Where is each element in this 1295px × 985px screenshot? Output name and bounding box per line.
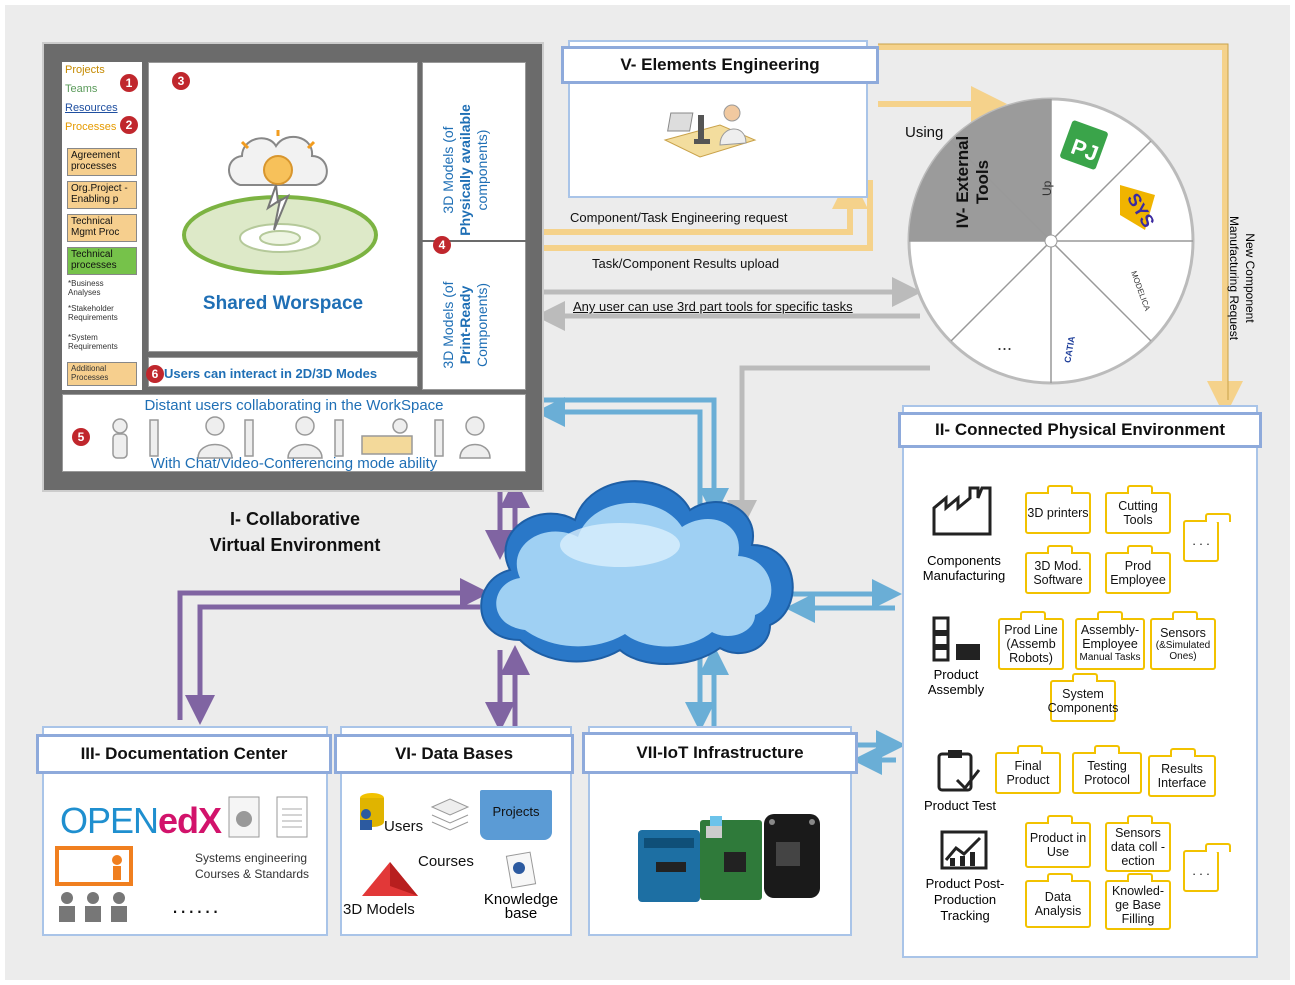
process-technical-mgmt[interactable]: Technical Mgmt Proc	[67, 214, 137, 242]
db-knowledge[interactable]: Knowledge base	[483, 891, 559, 922]
folder-prod-line[interactable]: Prod Line (Assemb Robots)	[998, 611, 1064, 670]
models-divider	[422, 240, 526, 242]
chat-mode-text: With Chat/Video-Conferencing mode abilit…	[150, 455, 438, 472]
user-avatars-icon	[112, 416, 491, 459]
knowledge-doc-icon	[505, 851, 537, 889]
menu-resources[interactable]: Resources	[65, 102, 118, 114]
interact-text: Users can interact in 2D/3D Modes	[164, 366, 378, 381]
docs-dots: ......	[172, 893, 221, 918]
badge-4: 4	[433, 236, 451, 254]
folder-results-interface[interactable]: Results Interface	[1148, 748, 1216, 797]
elements-title: V- Elements Engineering	[561, 46, 879, 84]
subitem-business[interactable]: *Business Analyses	[68, 279, 104, 297]
folder-more-2[interactable]: . . .	[1183, 843, 1231, 892]
up-label: Up	[1040, 180, 1054, 196]
badge-1: 1	[120, 74, 138, 92]
models-panel	[422, 62, 526, 390]
upload-flow-label: Task/Component Results upload	[592, 256, 780, 271]
idea-bulb-icon	[182, 130, 378, 275]
third-party-flow-label: Any user can use 3rd part tools for spec…	[573, 299, 853, 314]
blue-arrows	[535, 397, 906, 775]
folder-knowledge-base[interactable]: Knowled-ge Base Filling	[1105, 873, 1171, 930]
process-org-project[interactable]: Org.Project -Enabling p	[67, 181, 137, 209]
users-db-icon	[360, 793, 384, 830]
subitem-stakeholder[interactable]: *Stakeholder Requirements	[68, 304, 118, 322]
chart-tracking-icon	[940, 830, 988, 870]
factory-icon	[932, 486, 992, 536]
db-users[interactable]: Users	[384, 818, 424, 835]
folder-3d-mod-software[interactable]: 3D Mod. Software	[1025, 545, 1091, 594]
folder-system-components[interactable]: System Components	[1048, 673, 1118, 722]
badge-5: 5	[72, 428, 90, 446]
post-production-label: Product Post-Production Tracking	[925, 876, 1005, 923]
3d-models-pyramid-icon	[362, 862, 418, 896]
assembly-icon	[932, 616, 980, 662]
grey-arrows	[535, 277, 930, 530]
presentation-icon	[55, 846, 133, 922]
menu-teams[interactable]: Teams	[65, 83, 98, 95]
folder-cutting-tools[interactable]: Cutting Tools	[1105, 485, 1171, 534]
engineer-microscope-icon	[663, 104, 757, 158]
assembly-label: Product Assembly	[927, 667, 985, 697]
cloud-icon	[480, 480, 794, 665]
courses-label: Systems engineering Courses & Standards	[195, 851, 310, 881]
subitem-system[interactable]: *System Requirements	[68, 333, 118, 351]
manufacturing-label: Components Manufacturing	[922, 553, 1006, 583]
using-label: Using	[905, 124, 944, 141]
cpe-title: II- Connected Physical Environment	[898, 412, 1262, 448]
db-projects[interactable]: Projects	[480, 790, 552, 840]
folder-sensors[interactable]: Sensors(&Simulated Ones)	[1150, 611, 1216, 670]
process-agreement[interactable]: Agreement processes	[67, 148, 137, 176]
badge-3: 3	[172, 72, 190, 90]
test-label: Product Test	[923, 798, 997, 813]
folder-prod-employee[interactable]: Prod Employee	[1105, 545, 1171, 594]
badge-2: 2	[120, 116, 138, 134]
menu-processes[interactable]: Processes	[65, 121, 117, 133]
more-tools-label: ...	[997, 334, 1012, 354]
folder-sensors-data[interactable]: Sensors data coll -ection	[1105, 815, 1171, 872]
openedx-logo: OPENedX	[60, 800, 222, 841]
catia-label: CATIA	[1062, 335, 1077, 364]
courses-stack-icon	[430, 798, 470, 831]
shared-workspace-title: Shared Worspace	[202, 293, 364, 314]
db-3d-models[interactable]: 3D Models	[343, 901, 415, 918]
documents-icon	[228, 796, 308, 838]
yellow-arrows	[508, 44, 1243, 417]
distant-users-text: Distant users collaborating in the WorkS…	[144, 397, 444, 414]
process-additional[interactable]: Additional Processes	[67, 362, 137, 386]
external-tools-wheel: PJ SYS MODELICA CATIA ... Up	[907, 97, 1195, 385]
docs-title: III- Documentation Center	[36, 734, 332, 774]
folder-3d-printers[interactable]: 3D printers	[1025, 485, 1091, 534]
users-panel	[62, 394, 526, 472]
process-technical[interactable]: Technical processes	[67, 247, 137, 275]
folder-more-1[interactable]: . . .	[1183, 513, 1231, 562]
badge-6: 6	[146, 365, 164, 383]
db-title: VI- Data Bases	[334, 734, 574, 774]
iot-boards-icon	[638, 814, 820, 902]
db-courses[interactable]: Courses	[418, 853, 474, 870]
request-flow-label: Component/Task Engineering request	[570, 210, 788, 225]
folder-data-analysis[interactable]: Data Analysis	[1025, 873, 1091, 928]
iot-title: VII-IoT Infrastructure	[582, 732, 858, 774]
test-clipboard-icon	[937, 750, 981, 792]
folder-testing-protocol[interactable]: Testing Protocol	[1072, 745, 1142, 794]
folder-product-in-use[interactable]: Product in Use	[1025, 815, 1091, 868]
folder-final-product[interactable]: Final Product	[995, 745, 1061, 794]
menu-projects[interactable]: Projects	[65, 64, 105, 76]
